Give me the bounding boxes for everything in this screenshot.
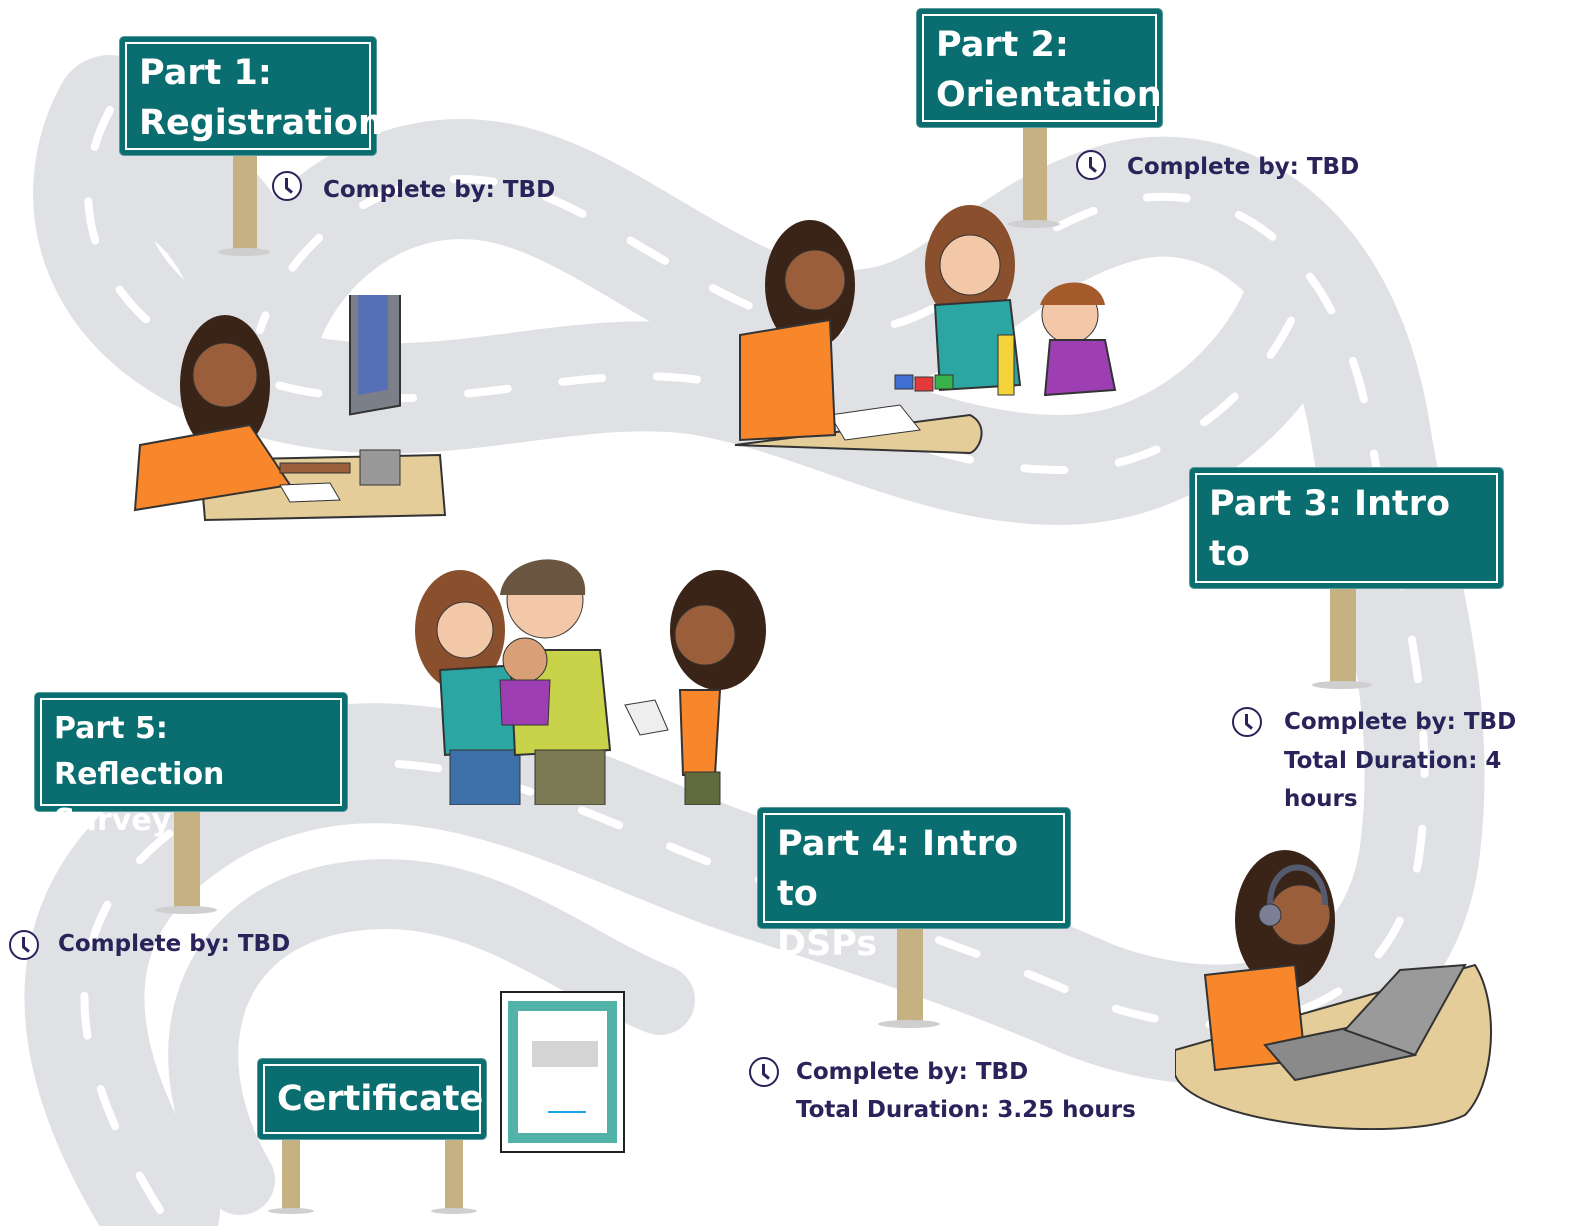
person-at-computer-illustration [133,295,447,522]
post-shadow [1312,681,1372,689]
clock-icon [749,1057,779,1087]
certificate-icon [500,991,625,1153]
orientation-illustration [734,205,1117,455]
sign-part-4-intro-to-dsps: Part 4: Intro to DSPs [758,808,1070,964]
clock-icon [272,171,302,201]
sign-certificate: Certificate [258,1059,486,1139]
complete-by-text: Complete by: TBD [1284,709,1517,735]
post-shadow [878,1020,940,1028]
clock-icon [1232,707,1262,737]
person-with-headset-illustration [1175,850,1493,1130]
post-shadow [155,906,217,914]
sign-post [445,1133,463,1211]
complete-by-text: Complete by: TBD [58,931,291,957]
complete-by-text: Complete by: TBD [323,177,556,203]
clock-icon [1076,150,1106,180]
total-duration-text: Total Duration: 3.25 hours [796,1097,1136,1123]
sign-part-5-reflection-survey: Part 5: Reflection Survey [35,693,347,838]
sign-post [1023,122,1047,224]
sign-post [282,1133,300,1211]
sign-label: Part 3: Intro to ASQs [1209,484,1451,624]
sign-label: Certificate [277,1079,484,1119]
complete-by-text: Complete by: TBD [1127,154,1360,180]
toy-blocks-icon [894,334,1015,396]
sign-post [233,150,257,252]
post-shadow [218,248,270,256]
post-shadow [1008,220,1060,228]
sign-post [897,922,923,1024]
headset-icon [1258,864,1328,927]
post-shadow [431,1208,477,1214]
sign-label: Part 1: Registration [139,53,383,143]
sign-post [1330,583,1356,685]
sign-part-1-registration: Part 1: Registration [120,37,383,155]
sign-label: Part 5: Reflection Survey [54,711,225,838]
post-shadow [268,1208,314,1214]
family-visit-illustration [415,559,766,805]
sign-label: Part 4: Intro to DSPs [777,824,1019,964]
laptop-icon [1263,963,1467,1082]
sign-part-3-intro-to-asqs: Part 3: Intro to ASQs [1190,468,1503,624]
complete-by-text: Complete by: TBD [796,1059,1029,1085]
total-duration-text: Total Duration: 4 hours [1284,748,1502,812]
clock-icon [9,930,39,960]
sign-post [174,806,200,910]
sign-label: Part 2: Orientation [936,25,1162,115]
sign-part-2-orientation: Part 2: Orientation [917,9,1162,127]
